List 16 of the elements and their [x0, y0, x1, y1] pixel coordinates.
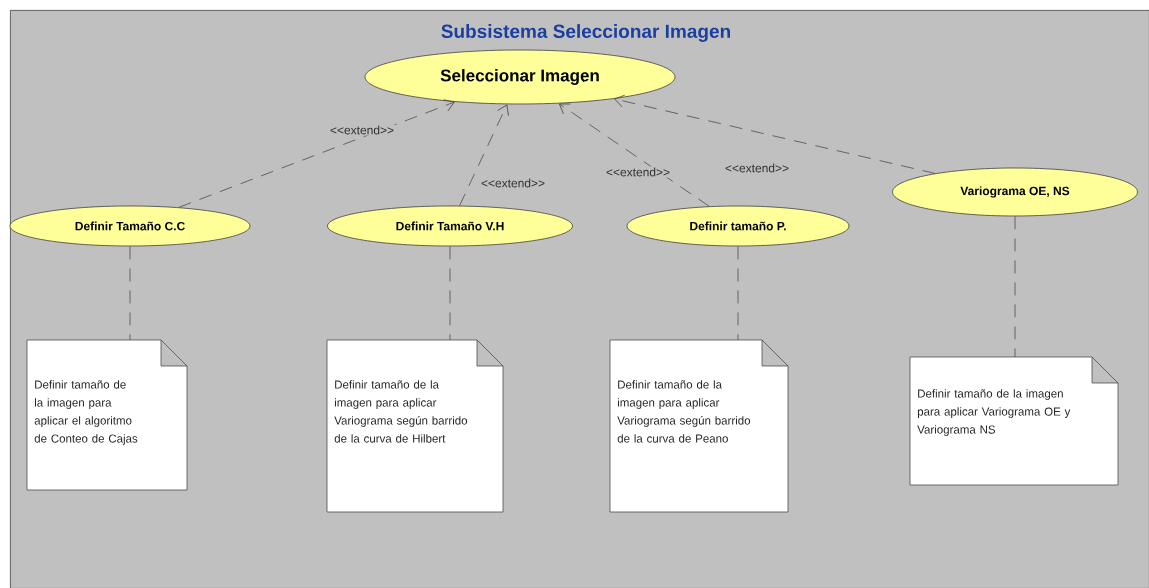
note-link: [737, 246, 739, 341]
note: Definir tamaño de la imagen para aplicar Variograma según barrido de la curva de Hilbert: [326, 339, 504, 513]
note: Definir tamaño de la imagen para aplicar Variograma según barrido de la curva de Peano: [609, 339, 789, 513]
note-link: [1014, 216, 1016, 358]
extend-arrow: [559, 103, 710, 207]
edge-label: <<extend>>: [480, 177, 547, 189]
note: Definir tamaño de la imagen para aplicar Variograma OE y Variograma NS: [909, 356, 1119, 486]
note: Definir tamaño de la imagen para aplicar el algoritmo de Conteo de Cajas: [26, 339, 188, 491]
extend-arrow: [614, 94, 936, 174]
note-link: [129, 246, 131, 341]
edge-label: <<extend>>: [605, 166, 672, 178]
edge-label: <<extend>>: [723, 162, 791, 174]
extend-arrow: [459, 104, 509, 207]
extend-arrow: [178, 99, 455, 208]
edge-label: <<extend>>: [329, 124, 396, 136]
note-link: [449, 246, 451, 341]
